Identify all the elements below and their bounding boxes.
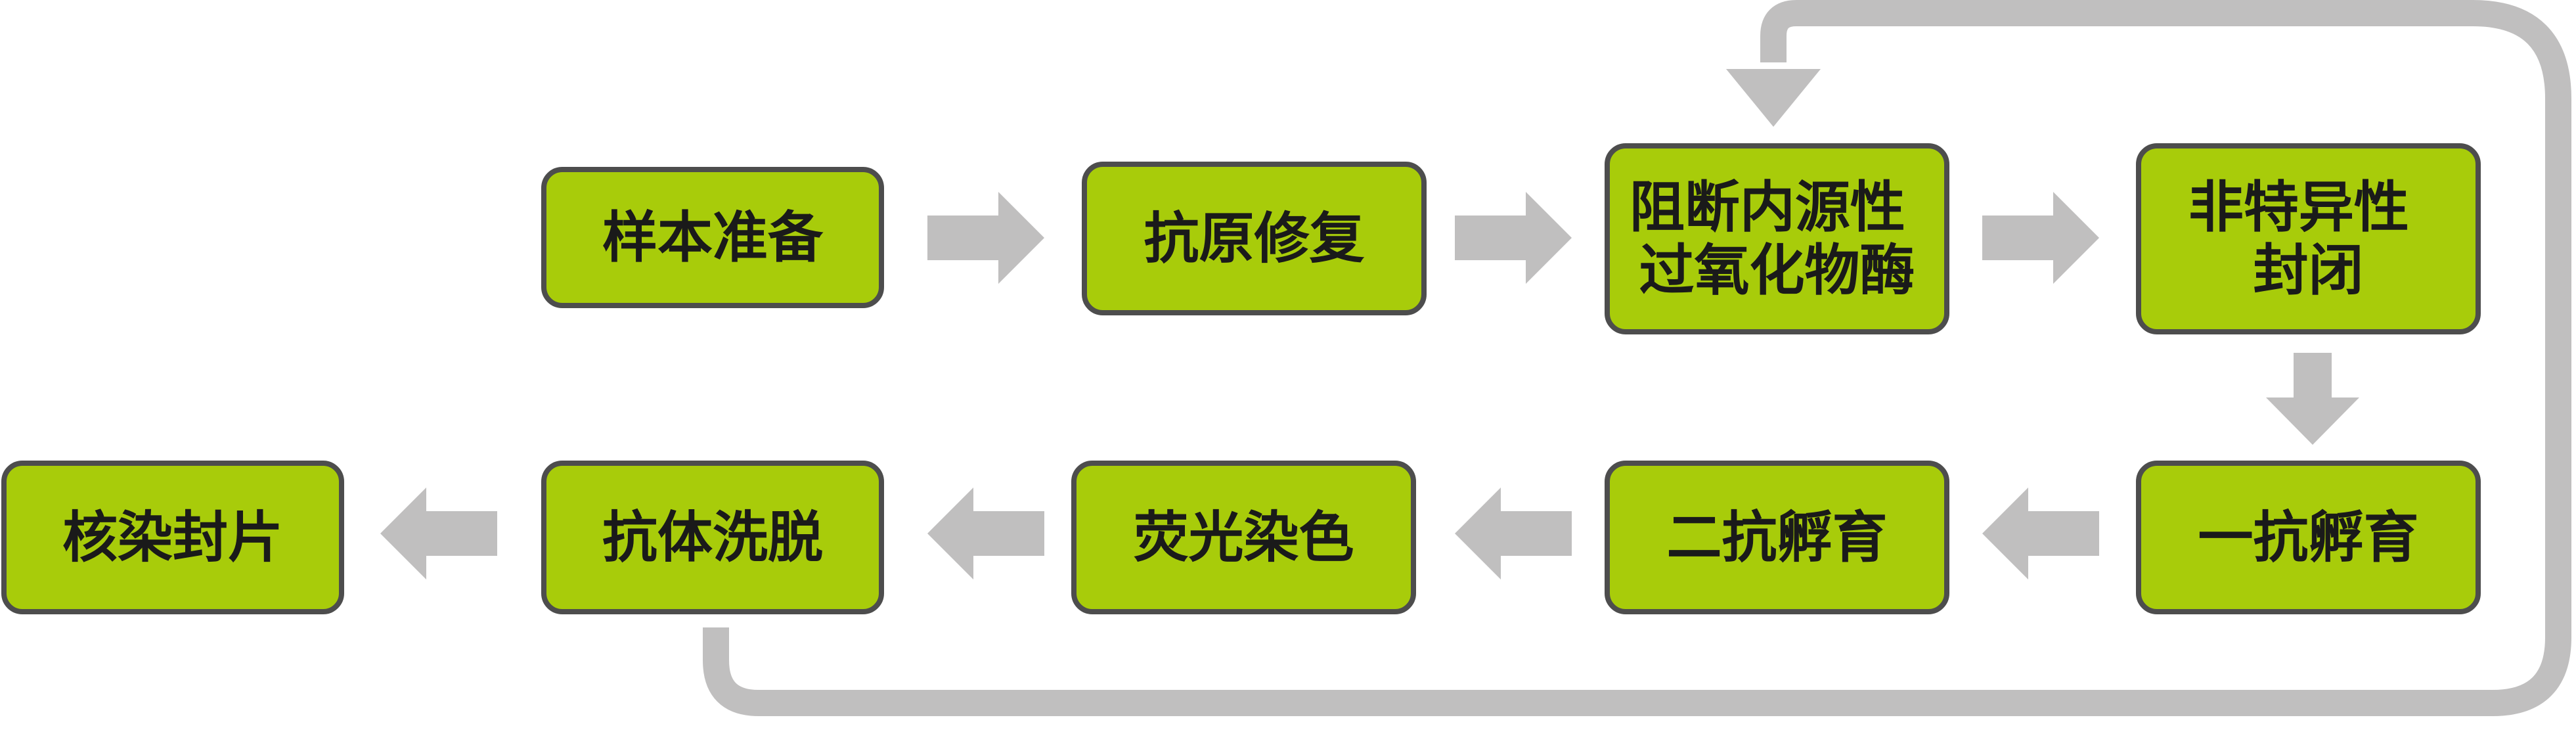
step-box-fluorescent-stain: 荧光染色	[1071, 461, 1416, 614]
step-label-line: 抗体洗脱	[602, 505, 823, 570]
step-box-nonspecific-block: 非特异性 封闭	[2136, 143, 2481, 334]
step-label-line: 二抗孵育	[1666, 505, 1887, 570]
step-box-secondary-incubation: 二抗孵育	[1605, 461, 1949, 614]
step-box-primary-incubation: 一抗孵育	[2136, 461, 2481, 614]
step-label-line: 样本准备	[602, 206, 824, 270]
step-box-counterstain-mount: 核染封片	[1, 461, 344, 614]
step-label: 二抗孵育	[1666, 505, 1887, 570]
step-label: 核染封片	[62, 505, 283, 570]
step-label-line: 荧光染色	[1133, 505, 1354, 570]
step-label: 荧光染色	[1133, 505, 1354, 570]
arrow-step-4-to-5	[2266, 353, 2359, 445]
step-label-line: 一抗孵育	[2198, 505, 2418, 570]
step-box-antibody-elution: 抗体洗脱	[541, 461, 884, 614]
loop-arrow-head	[1726, 69, 1821, 127]
step-label-line: 过氧化物酶	[1639, 238, 1915, 303]
step-box-antigen-retrieval: 抗原修复	[1082, 162, 1427, 315]
arrow-step-3-to-4	[1982, 192, 2099, 284]
arrow-step-6-to-7	[1455, 488, 1572, 579]
step-label: 抗体洗脱	[602, 505, 823, 570]
step-label-line: 阻断内源性	[1630, 175, 1905, 240]
arrow-step-5-to-6	[1982, 488, 2099, 579]
step-label-line: 封闭	[2253, 238, 2363, 303]
step-label: 样本准备	[602, 206, 824, 270]
step-label-line: 抗原修复	[1144, 206, 1364, 271]
arrow-step-1-to-2	[927, 192, 1044, 284]
loop-connector	[703, 0, 2571, 716]
step-label: 一抗孵育	[2198, 505, 2418, 570]
arrow-step-2-to-3	[1455, 192, 1572, 284]
step-label: 抗原修复	[1144, 206, 1364, 271]
arrow-step-8-to-9	[380, 488, 497, 579]
step-label: 非特异性 封闭	[2188, 175, 2428, 303]
step-box-block-peroxidase: 阻断内源性 过氧化物酶	[1605, 143, 1949, 334]
step-box-sample-prep: 样本准备	[541, 167, 884, 308]
arrow-step-7-to-8	[927, 488, 1044, 579]
step-label: 阻断内源性 过氧化物酶	[1630, 175, 1924, 303]
step-label-line: 核染封片	[62, 505, 283, 570]
step-label-line: 非特异性	[2188, 175, 2409, 240]
